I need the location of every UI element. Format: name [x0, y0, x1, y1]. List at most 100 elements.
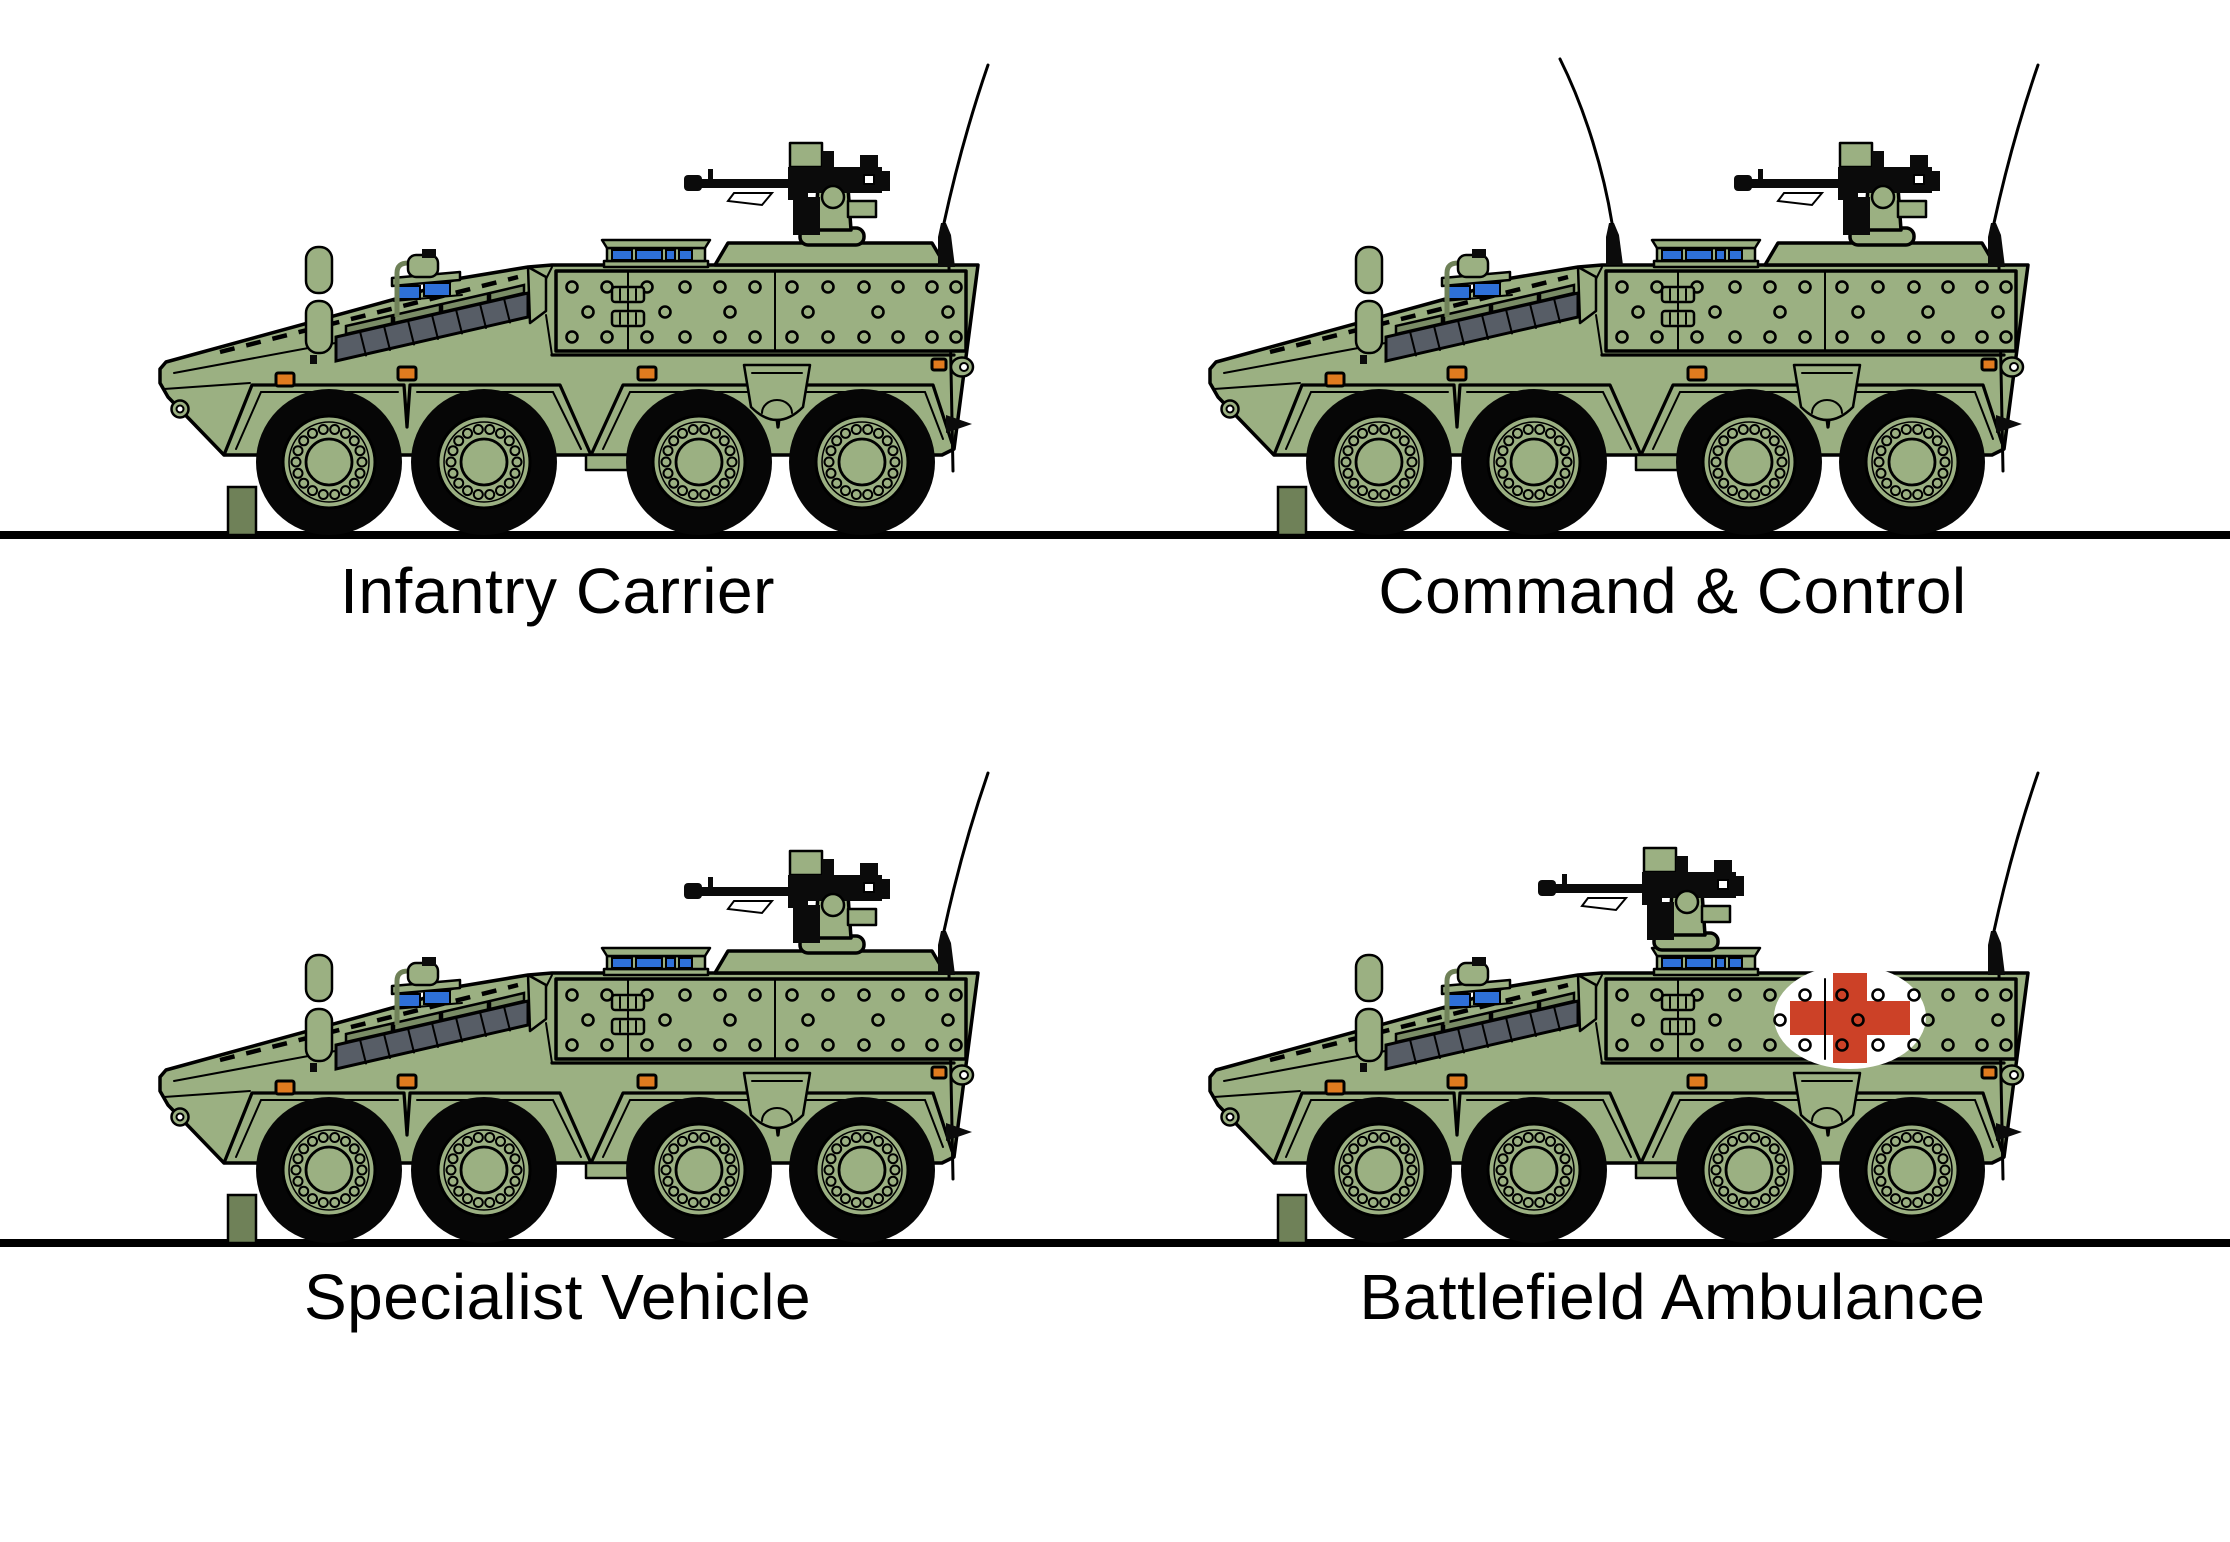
machine-gun [1538, 856, 1744, 912]
marker-light [396, 1073, 418, 1090]
ground-line-top [0, 531, 2230, 539]
hood-dashed-trim [1269, 274, 1569, 355]
label-specialist-vehicle: Specialist Vehicle [303, 1261, 812, 1333]
axle-bracket [1792, 1071, 1862, 1130]
roof-periscope-block [1650, 238, 1762, 269]
louver-dividers [359, 297, 511, 357]
windshield-glass [397, 285, 421, 300]
marker-light [636, 1073, 658, 1090]
muzzle [684, 175, 702, 191]
tail-light [930, 1065, 948, 1080]
door-hinges [610, 285, 646, 328]
machine-gun [684, 859, 890, 915]
bent-stalk-mirror [394, 249, 440, 317]
gun-optic-housing [1642, 846, 1678, 874]
wheel [624, 387, 774, 537]
gun-optic-housing [788, 141, 824, 169]
cocking-lever [726, 192, 775, 207]
marker-light [1446, 1073, 1468, 1090]
wheel [409, 1095, 559, 1245]
intake-slats [1394, 991, 1576, 1044]
door-hinges [1660, 285, 1696, 328]
ground-line-bottom [0, 1239, 2230, 1247]
louver-dividers [359, 1005, 511, 1065]
wheel [787, 387, 937, 537]
marker-light [274, 1079, 296, 1096]
wheel [409, 387, 559, 537]
muzzle [1538, 880, 1556, 896]
ammo-box [1647, 902, 1674, 940]
rear-antenna [1988, 771, 2040, 975]
front-mirror-pods [1354, 953, 1384, 1072]
gun-barrel [698, 887, 790, 896]
roof-periscope-block [600, 946, 712, 977]
machine-gun [1734, 151, 1940, 207]
wheel-arches [1272, 1091, 2004, 1165]
bent-stalk-mirror [1444, 957, 1490, 1025]
vehicle-slot-command-control [1190, 55, 2070, 547]
tail-light [1980, 1065, 1998, 1080]
vehicle-illustration-command-control [1208, 57, 2040, 537]
front-mirror-pods [1354, 245, 1384, 364]
front-mudflap [226, 485, 258, 537]
armour-panel [554, 977, 968, 1061]
remote-weapon-station [684, 849, 890, 955]
label-command-control: Command & Control [1378, 555, 1967, 627]
intake-slats [344, 283, 526, 336]
wheel [1459, 387, 1609, 537]
panel-rivets [565, 988, 963, 1052]
rear-antenna [1988, 63, 2040, 267]
marker-light [274, 371, 296, 388]
armour-panel [1604, 269, 2018, 353]
remote-weapon-station [1538, 846, 1744, 952]
windshield-glass [423, 282, 451, 297]
louver-dividers [1409, 297, 1561, 357]
rear-mudflap-bracket [1996, 415, 2022, 433]
front-mudflap [1276, 485, 1308, 537]
gun-barrel [1748, 179, 1840, 188]
wheel [254, 387, 404, 537]
front-mirror-pods [304, 953, 334, 1072]
tail-light [1980, 357, 1998, 372]
windshield-glass [1473, 990, 1501, 1005]
vehicle-illustration-infantry-carrier [158, 63, 990, 537]
intake-slats [1394, 283, 1576, 336]
hood-dashed-trim [219, 274, 519, 355]
hood-dashed-trim [1269, 982, 1569, 1063]
wheel [1304, 1095, 1454, 1245]
roof-periscope-block [1650, 946, 1762, 977]
windshield-glass [1473, 282, 1501, 297]
a-pillar-wedge [1576, 973, 1598, 1033]
vehicle-illustration-specialist-vehicle [158, 771, 990, 1245]
armour-panel [554, 269, 968, 353]
wheel-arches [222, 383, 954, 457]
windshield-glass [423, 990, 451, 1005]
marker-light [1686, 1073, 1708, 1090]
rear-mudflap-bracket [1996, 1123, 2022, 1141]
rear-mudflap-bracket [946, 1123, 972, 1141]
door-hinges [1660, 993, 1696, 1036]
front-mirror-pods [304, 245, 334, 364]
intake-slats [344, 991, 526, 1044]
marker-light [1686, 365, 1708, 382]
wheel [1459, 1095, 1609, 1245]
a-pillar-wedge [1576, 265, 1598, 325]
hood-dashed-trim [219, 982, 519, 1063]
louver-dividers [1409, 1005, 1561, 1065]
windshield-periscope [1440, 978, 1513, 1010]
front-mudflap [226, 1193, 258, 1245]
remote-weapon-station [1734, 141, 1940, 247]
marker-light [1446, 365, 1468, 382]
rear-antenna [938, 63, 990, 267]
wheel [787, 1095, 937, 1245]
windshield-glass [1447, 285, 1471, 300]
gun-barrel [1552, 884, 1644, 893]
muzzle [684, 883, 702, 899]
cocking-lever [1776, 192, 1825, 207]
windshield-glass [1447, 993, 1471, 1008]
tail-light [930, 357, 948, 372]
wheel [1674, 1095, 1824, 1245]
gun-optic-housing [1838, 141, 1874, 169]
axle-bracket [742, 1071, 812, 1130]
